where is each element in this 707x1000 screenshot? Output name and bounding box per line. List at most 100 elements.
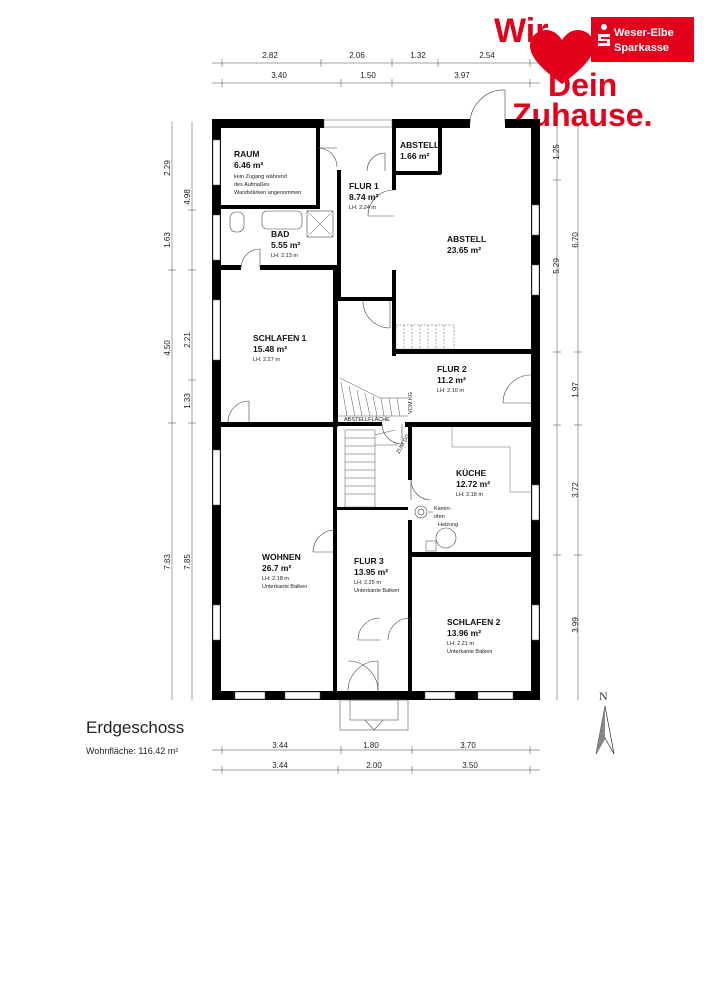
dim-top-2: 2.06	[349, 51, 365, 60]
bank-name-line-2: Sparkasse	[614, 42, 669, 54]
floor-title: Erdgeschoss	[86, 718, 184, 737]
room-name: KÜCHE	[456, 468, 487, 478]
windows	[212, 119, 540, 700]
room-name: ABSTELL	[447, 234, 486, 244]
room-note: Unterkante Balken	[447, 649, 492, 655]
room-area: 6.46 m²	[234, 160, 263, 170]
dim-right-inner-5: 3.99	[571, 617, 580, 633]
room-abstell-small: ABSTELL 1.66 m²	[400, 140, 439, 161]
dim-left-inner-2: 1.63	[163, 232, 172, 248]
room-note: Unterkante Balken	[262, 584, 307, 590]
room-note: kein Zugang während	[234, 174, 287, 180]
bathroom-fixtures	[229, 210, 334, 238]
bathtub-icon	[261, 210, 303, 230]
room-lh: LH: 2.27 m	[253, 357, 280, 363]
room-area: 15.48 m²	[253, 344, 287, 354]
kitchen-fixtures	[414, 427, 531, 552]
north-arrow-icon: N	[595, 689, 615, 755]
room-note: Unterkante Balken	[354, 588, 399, 594]
dim-bottom-6: 3.50	[462, 761, 478, 770]
slogan-line-2: Dein	[548, 67, 617, 103]
room-note: Wandstärken angenommen	[234, 190, 301, 196]
room-wohnen: WOHNEN 26.7 m² LH: 2.18 m Unterkante Bal…	[262, 552, 307, 590]
north-label: N	[599, 689, 608, 703]
room-lh: LH: 2.18 m	[262, 576, 289, 582]
dim-bottom-2: 1.80	[363, 741, 379, 750]
room-name: FLUR 1	[349, 181, 379, 191]
entrance-steps	[339, 699, 409, 731]
dim-top-7: 3.97	[454, 71, 470, 80]
top-dimensions: 2.82 2.06 1.32 2.54 3.40 1.50 3.97	[212, 51, 540, 87]
room-area: 1.66 m²	[400, 151, 429, 161]
abstellflaeche-label: ABSTELLFLÄCHE	[344, 416, 390, 423]
room-name: WOHNEN	[262, 552, 301, 562]
staircase-abstell	[395, 324, 455, 350]
dim-bottom-4: 3.44	[272, 761, 288, 770]
room-area: 5.55 m²	[271, 240, 300, 250]
dim-left-outer-1: 4.98	[183, 189, 192, 205]
room-area: 8.74 m²	[349, 192, 378, 202]
living-area: Wohnfläche: 116.42 m²	[86, 746, 178, 756]
room-lh: LH: 2.25 m	[354, 580, 381, 586]
room-area: 26.7 m²	[262, 563, 291, 573]
dim-left-inner-1: 2.29	[163, 160, 172, 176]
dim-left-outer-3: 7.83	[163, 554, 172, 570]
dim-left-inner-5: 7.85	[183, 554, 192, 570]
room-area: 11.2 m²	[437, 375, 466, 385]
room-area: 13.95 m²	[354, 567, 388, 577]
walls	[212, 119, 540, 700]
heater-icon	[435, 527, 457, 549]
bottom-dimensions: 3.44 1.80 3.70 3.44 2.00 3.50	[212, 741, 540, 774]
room-flur2: FLUR 2 11.2 m² LH: 2.10 m	[437, 364, 467, 394]
heizung-label: Heizung	[438, 522, 458, 528]
dim-bottom-5: 2.00	[366, 761, 382, 770]
room-name: FLUR 2	[437, 364, 467, 374]
room-kueche: KÜCHE 12.72 m² LH: 2.18 m	[456, 468, 490, 498]
dim-top-5: 3.40	[271, 71, 287, 80]
stove-icon	[414, 505, 428, 519]
room-name: SCHLAFEN 2	[447, 617, 501, 627]
room-area: 23.65 m²	[447, 245, 481, 255]
right-dimensions: 1.25 5.29 1.97 3.72 3.99 6.70	[552, 122, 582, 700]
room-raum: RAUM 6.46 m² kein Zugang während des Auf…	[234, 149, 301, 196]
dim-right-inner-1: 1.25	[552, 144, 561, 160]
room-name: BAD	[271, 229, 289, 239]
toilet-icon	[229, 211, 245, 233]
dim-bottom-1: 3.44	[272, 741, 288, 750]
room-lh: LH: 2.21 m	[447, 641, 474, 647]
kaminofen-label-2: ofen	[434, 514, 445, 520]
dim-right-inner-2: 5.29	[552, 258, 561, 274]
heart-icon	[530, 30, 594, 84]
room-name: SCHLAFEN 1	[253, 333, 307, 343]
room-area: 12.72 m²	[456, 479, 490, 489]
room-lh: LH: 2.18 m	[456, 492, 483, 498]
dim-bottom-3: 3.70	[460, 741, 476, 750]
room-bad: BAD 5.55 m² LH: 2.13 m	[271, 229, 300, 259]
branding: Wir Dein Zuhause. Weser-Elbe Sparkasse	[494, 12, 694, 133]
room-name: ABSTELL	[400, 140, 439, 150]
room-name: RAUM	[234, 149, 260, 159]
room-name: FLUR 3	[354, 556, 384, 566]
room-lh: LH: 2.10 m	[437, 388, 464, 394]
room-abstell-large: ABSTELL 23.65 m²	[447, 234, 486, 255]
room-flur1: FLUR 1 8.74 m² LH: 2.24 m	[349, 181, 379, 211]
doors	[227, 89, 532, 692]
dim-left-inner-4: 1.33	[183, 393, 192, 409]
staircase-up	[344, 429, 398, 508]
room-area: 13.96 m²	[447, 628, 481, 638]
shower-icon	[306, 210, 334, 238]
sparkasse-s-icon	[598, 24, 610, 46]
dim-top-1: 2.82	[262, 51, 278, 60]
room-flur3: FLUR 3 13.95 m² LH: 2.25 m Unterkante Ba…	[354, 556, 399, 594]
kaminofen-label-1: Kamin-	[434, 506, 452, 512]
room-lh: LH: 2.24 m	[349, 205, 376, 211]
room-lh: LH: 2.13 m	[271, 253, 298, 259]
dim-right-outer-1: 6.70	[571, 232, 580, 248]
staircase-down	[338, 377, 408, 417]
dim-right-inner-3: 1.97	[571, 382, 580, 398]
bank-name-line-1: Weser-Elbe	[614, 27, 674, 39]
dim-top-3: 1.32	[410, 51, 426, 60]
dim-left-outer-2: 4.50	[163, 340, 172, 356]
room-schlafen1: SCHLAFEN 1 15.48 m² LH: 2.27 m	[253, 333, 307, 363]
